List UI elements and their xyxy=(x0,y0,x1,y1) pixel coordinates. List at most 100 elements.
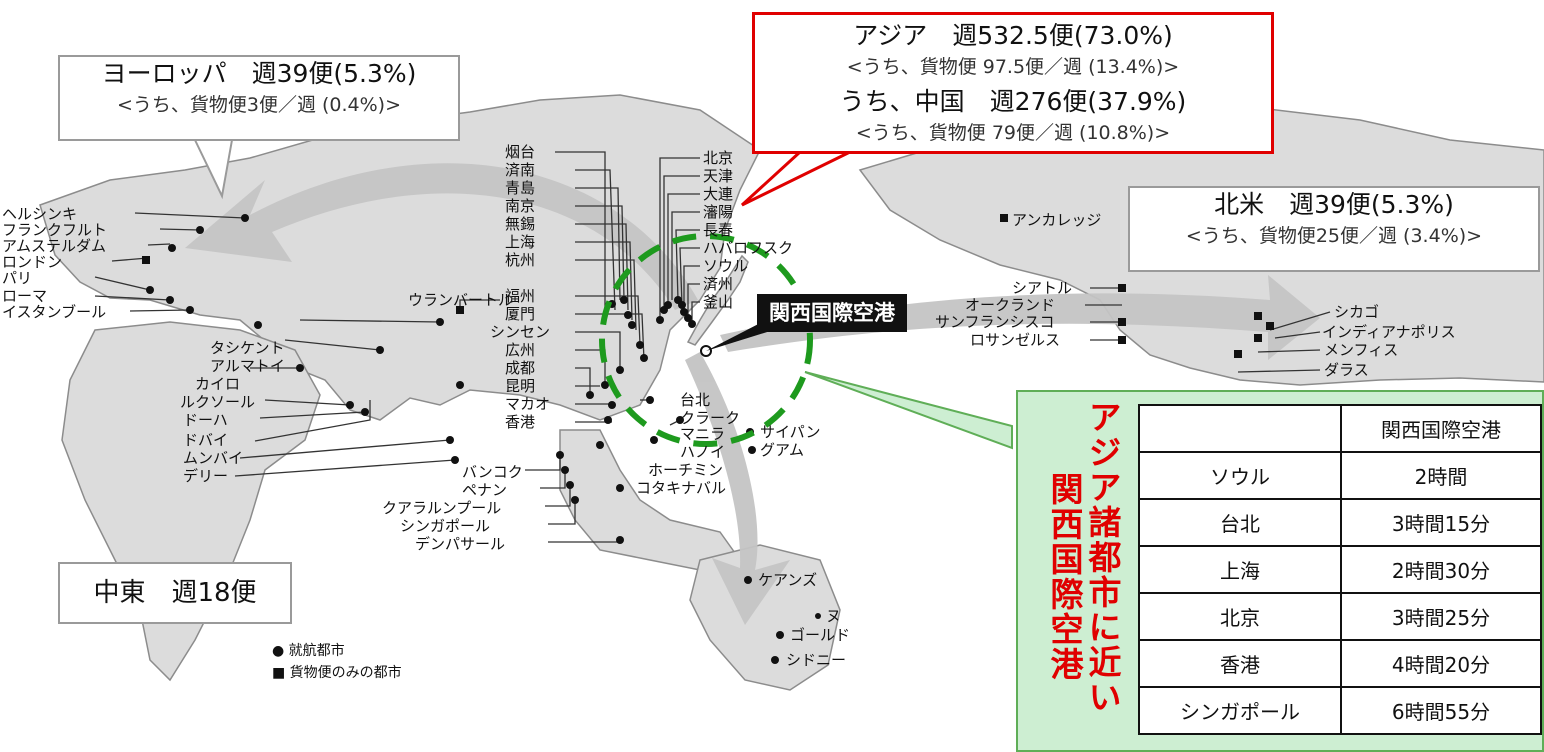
city-label: デリー xyxy=(183,467,229,485)
route-arrows xyxy=(185,163,1320,625)
table-row: 上海 2時間30分 xyxy=(1138,545,1542,594)
namerica-cargo: <うち、貨物便25便／週 (3.4%)> xyxy=(1185,225,1483,247)
table-header-cell: 関西国際空港 xyxy=(1340,404,1542,453)
city-label: 厦門 xyxy=(505,305,536,323)
city-label: ソウル xyxy=(703,257,749,275)
city-label: マニラ xyxy=(680,425,726,443)
city-label: カイロ xyxy=(195,375,241,393)
mideast-summary: 中東 週18便 xyxy=(93,578,257,608)
city-label: 済州 xyxy=(703,275,734,293)
city-label: ダラス xyxy=(1324,361,1369,379)
flight-time-table: 関西国際空港 ソウル 2時間 台北 3時間15分 上海 2時間30分 北京 3時… xyxy=(1138,404,1542,735)
north-america-callout: 北米 週39便(5.3%) <うち、貨物便25便／週 (3.4%)> xyxy=(1128,186,1540,272)
arrow-to-europe xyxy=(185,163,698,310)
city-markers xyxy=(142,214,1274,664)
africa-landmass xyxy=(61,321,321,682)
city-label: コタキナバル xyxy=(636,479,727,497)
china-summary: うち、中国 週276便(37.9%) xyxy=(839,87,1187,116)
table-cell-time: 6時間55分 xyxy=(1340,686,1542,735)
table-cell-time: 2時間30分 xyxy=(1340,545,1542,594)
city-label: シカゴ xyxy=(1334,303,1380,321)
table-cell-city: シンガポール xyxy=(1138,686,1342,735)
europe-callout: ヨーロッパ 週39便(5.3%) <うち、貨物便3便／週 (0.4%)> xyxy=(58,55,460,141)
arrow-to-oceania xyxy=(685,352,790,625)
city-label: ホーチミン xyxy=(648,461,724,479)
table-cell-time: 3時間25分 xyxy=(1340,592,1542,641)
city-label: 天津 xyxy=(703,167,734,185)
city-label: 昆明 xyxy=(505,377,536,395)
table-cell-city: 香港 xyxy=(1138,639,1342,688)
city-label: タシケント xyxy=(210,339,285,357)
city-label: シアトル xyxy=(1012,279,1073,297)
city-label: デンパサール xyxy=(415,535,506,553)
city-label: マカオ xyxy=(505,395,551,413)
leader-lines xyxy=(94,151,1331,543)
namerica-summary: 北米 週39便(5.3%) xyxy=(1214,190,1454,219)
city-label: ロサンゼルス xyxy=(970,331,1061,349)
table-cell-city: 台北 xyxy=(1138,498,1342,547)
table-cell-time: 2時間 xyxy=(1340,451,1542,500)
city-label: シンガポール xyxy=(400,517,491,535)
panel-title-line1: アジア諸都市に近い xyxy=(1083,400,1122,715)
city-label: メンフィス xyxy=(1324,341,1399,359)
city-label: 青島 xyxy=(505,179,536,197)
kansai-airport-label: 関西国際空港 xyxy=(757,294,907,332)
table-cell-time: 3時間15分 xyxy=(1340,498,1542,547)
city-label: 済南 xyxy=(505,161,536,179)
table-row: 台北 3時間15分 xyxy=(1138,498,1542,547)
legend-cargo: ■ 貨物便のみの都市 xyxy=(272,665,402,681)
city-label: ヌ xyxy=(826,607,842,625)
city-label: サンフランシスコ xyxy=(935,313,1055,331)
city-label: ドバイ xyxy=(183,431,229,449)
city-label: 長春 xyxy=(703,221,734,239)
city-label: 大連 xyxy=(703,185,734,203)
city-label: アルマトイ xyxy=(210,357,285,375)
city-label: アムステルダム xyxy=(2,237,106,255)
city-label: 成都 xyxy=(505,359,536,377)
city-label: ムンバイ xyxy=(183,449,244,467)
table-cell-city: 上海 xyxy=(1138,545,1342,594)
table-row: ソウル 2時間 xyxy=(1138,451,1542,500)
table-cell-city: ソウル xyxy=(1138,451,1342,500)
middle-east-callout: 中東 週18便 xyxy=(58,562,292,624)
japan-landmass xyxy=(686,254,749,346)
europe-cargo: <うち、貨物便3便／週 (0.4%)> xyxy=(116,94,402,116)
proximity-circle xyxy=(599,233,813,447)
city-label: 台北 xyxy=(680,391,711,409)
city-label: ローマ xyxy=(2,287,48,305)
table-row: 香港 4時間20分 xyxy=(1138,639,1542,688)
city-label: 烟台 xyxy=(505,143,536,161)
table-header-cell xyxy=(1138,404,1342,453)
asia-cargo: <うち、貨物便 97.5便／週 (13.4%)> xyxy=(846,56,1180,78)
city-label: ハバロフスク xyxy=(703,239,794,257)
panel-callout-tail xyxy=(804,371,1013,450)
city-label: オークランド xyxy=(965,296,1056,314)
city-label: アンカレッジ xyxy=(1012,211,1102,229)
city-label: ドーハ xyxy=(183,411,228,429)
china-cargo: <うち、貨物便 79便／週 (10.8%)> xyxy=(855,122,1171,144)
city-label: ゴールド xyxy=(790,626,851,644)
city-label: グアム xyxy=(760,441,804,459)
city-label: 杭州 xyxy=(505,251,536,269)
panel-title-line2: 関西国際空港 xyxy=(1045,472,1084,682)
city-label: サイパン xyxy=(760,423,821,441)
city-label: フランクフルト xyxy=(2,221,108,239)
table-row: シンガポール 6時間55分 xyxy=(1138,686,1542,735)
city-label: パリ xyxy=(2,269,33,287)
city-label: 瀋陽 xyxy=(703,203,734,221)
city-label: ウランバートル xyxy=(408,291,514,309)
europe-summary: ヨーロッパ 週39便(5.3%) xyxy=(101,59,417,88)
city-label: 無錫 xyxy=(505,215,536,233)
city-label: ロンドン xyxy=(2,253,63,271)
city-label: 香港 xyxy=(505,413,536,431)
table-cell-time: 4時間20分 xyxy=(1340,639,1542,688)
city-label: 上海 xyxy=(505,233,536,251)
asia-summary: アジア 週532.5便(73.0%) xyxy=(853,21,1173,50)
city-label: インディアナポリス xyxy=(1322,323,1456,341)
city-label: バンコク xyxy=(462,463,523,481)
map-legend: ● 就航都市 ■ 貨物便のみの都市 xyxy=(272,640,402,684)
city-label: ハノイ xyxy=(680,443,726,461)
table-header-row: 関西国際空港 xyxy=(1138,404,1542,453)
city-label: ヘルシンキ xyxy=(2,205,78,223)
